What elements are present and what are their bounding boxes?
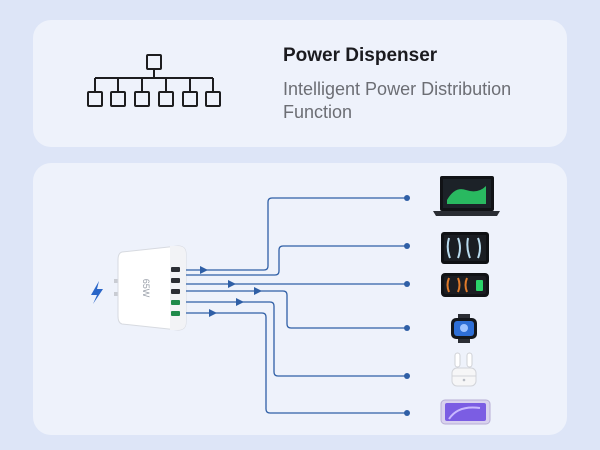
connector-dot bbox=[404, 243, 410, 249]
page-title: Power Dispenser bbox=[283, 45, 438, 66]
lightning-bolt-icon bbox=[91, 281, 103, 304]
charger-label: 65W bbox=[141, 279, 151, 298]
arrowhead bbox=[236, 298, 244, 306]
connector-dot bbox=[404, 195, 410, 201]
arrowhead bbox=[200, 266, 208, 274]
top-card: Power Dispenser Intelligent Power Distri… bbox=[33, 20, 567, 147]
connector-line-1 bbox=[186, 197, 406, 271]
charger: 65W bbox=[114, 245, 187, 331]
connector-line-6 bbox=[186, 312, 406, 414]
arrowhead bbox=[254, 287, 262, 295]
connector-dot bbox=[404, 373, 410, 379]
connector-dot bbox=[404, 325, 410, 331]
arrowhead bbox=[228, 280, 236, 288]
page-subtitle: Intelligent Power Distribution Function bbox=[283, 79, 512, 122]
tablet-icon bbox=[441, 232, 489, 264]
connector-line-5 bbox=[186, 301, 406, 377]
arrowhead bbox=[209, 309, 217, 317]
connector-dot bbox=[404, 281, 410, 287]
laptop-icon bbox=[433, 176, 500, 216]
phone-icon bbox=[441, 273, 489, 297]
earbuds-icon bbox=[451, 352, 477, 387]
connector-line-4 bbox=[186, 290, 406, 329]
connector-line-2 bbox=[186, 245, 406, 276]
connector-dot bbox=[404, 410, 410, 416]
handheld-device-icon bbox=[440, 399, 491, 425]
smartwatch-icon bbox=[451, 314, 477, 343]
hierarchy-tree-icon bbox=[87, 54, 221, 107]
